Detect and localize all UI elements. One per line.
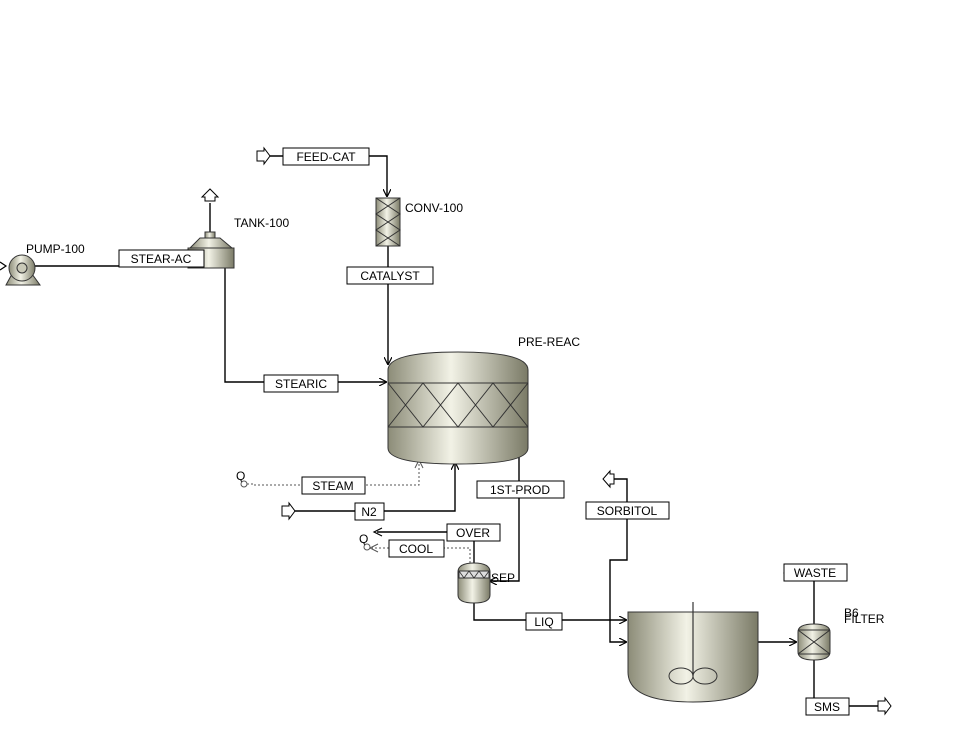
n2-feed-arrow-icon xyxy=(281,501,296,521)
pipe-1st-prod[interactable] xyxy=(490,452,520,581)
svg-text:LIQ: LIQ xyxy=(534,615,553,629)
sorbitol-feed-arrow-icon xyxy=(602,469,615,489)
stream-label-cool[interactable]: COOL xyxy=(388,539,445,558)
pipe-liq[interactable] xyxy=(473,603,626,620)
stream-label-stear-ac[interactable]: STEAR-AC xyxy=(118,249,205,268)
pump-inlet-arrow-icon xyxy=(0,261,8,271)
svg-text:STEARIC: STEARIC xyxy=(275,377,327,391)
pipe-n2[interactable] xyxy=(294,463,455,512)
stirred-reactor-icon[interactable] xyxy=(627,602,759,703)
heat-line-steam[interactable] xyxy=(254,463,420,486)
svg-text:CATALYST: CATALYST xyxy=(360,269,420,283)
svg-text:WASTE: WASTE xyxy=(794,566,836,580)
svg-text:STEAM: STEAM xyxy=(312,479,353,493)
svg-text:OVER: OVER xyxy=(456,526,490,540)
block-label-tank: TANK-100 xyxy=(234,216,289,230)
over-outlet-arrow-icon xyxy=(372,527,383,537)
stream-label-steam[interactable]: STEAM xyxy=(301,476,366,495)
pipe-sorbitol[interactable] xyxy=(609,478,628,642)
cool-q-marker: Q xyxy=(359,532,371,551)
stream-label-sms[interactable]: SMS xyxy=(805,697,850,716)
svg-text:SMS: SMS xyxy=(814,700,840,714)
tank-vent-arrow-icon xyxy=(200,188,220,202)
block-label-filter-top: B6 xyxy=(844,606,859,620)
block-label-conveyor: CONV-100 xyxy=(405,201,463,215)
steam-q-label: Q xyxy=(236,469,245,483)
block-label-separator: SEP xyxy=(491,571,515,585)
stream-label-over[interactable]: OVER xyxy=(446,523,501,542)
block-label-pump: PUMP-100 xyxy=(26,242,85,256)
svg-text:FEED-CAT: FEED-CAT xyxy=(296,150,356,164)
stream-label-catalyst[interactable]: CATALYST xyxy=(346,266,434,285)
stream-label-n2[interactable]: N2 xyxy=(354,502,385,521)
pump-icon[interactable] xyxy=(5,254,41,286)
feed-arrow-icon xyxy=(256,146,271,166)
conveyor-icon[interactable] xyxy=(375,197,401,247)
svg-text:1ST-PROD: 1ST-PROD xyxy=(490,483,550,497)
svg-text:COOL: COOL xyxy=(399,542,433,556)
svg-text:SORBITOL: SORBITOL xyxy=(597,504,658,518)
cool-q-label: Q xyxy=(359,532,368,546)
svg-text:STEAR-AC: STEAR-AC xyxy=(131,252,192,266)
sms-product-arrow-icon xyxy=(877,696,892,716)
separator-icon[interactable] xyxy=(457,562,491,604)
stream-label-feed-cat[interactable]: FEED-CAT xyxy=(282,147,370,166)
steam-q-marker: Q xyxy=(236,469,254,488)
stream-label-liq[interactable]: LIQ xyxy=(525,612,563,631)
filter-icon[interactable] xyxy=(797,623,831,661)
svg-text:N2: N2 xyxy=(361,505,377,519)
stream-label-stearic[interactable]: STEARIC xyxy=(263,374,339,393)
pre-reactor-icon[interactable] xyxy=(387,351,529,465)
stream-label-waste[interactable]: WASTE xyxy=(783,563,848,582)
stream-label-sorbitol[interactable]: SORBITOL xyxy=(585,501,670,520)
pipe-stearic[interactable] xyxy=(224,268,386,382)
stream-label-1st-prod[interactable]: 1ST-PROD xyxy=(476,480,565,499)
block-label-prereactor: PRE-REAC xyxy=(518,335,580,349)
block-label-filter: FILTER xyxy=(844,612,885,626)
